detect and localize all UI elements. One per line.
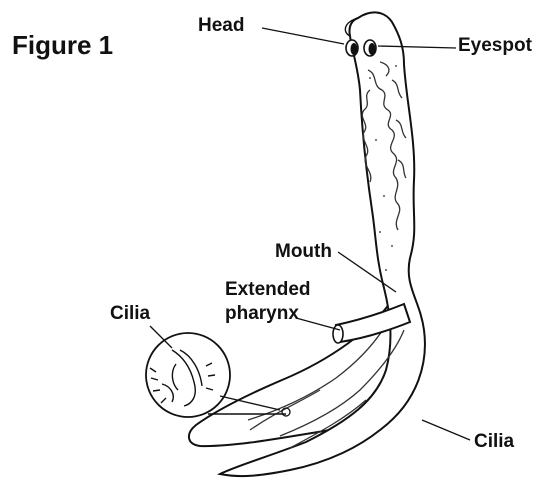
label-head: Head — [198, 16, 244, 36]
label-extended-pharynx-line2: pharynx — [225, 304, 299, 324]
label-cilia-right: Cilia — [474, 432, 514, 452]
figure-title: Figure 1 — [12, 32, 113, 59]
label-extended-pharynx-line1: Extended — [225, 280, 311, 300]
label-cilia-left: Cilia — [110, 304, 150, 324]
label-mouth: Mouth — [275, 242, 332, 262]
label-eyespot: Eyespot — [458, 36, 532, 56]
